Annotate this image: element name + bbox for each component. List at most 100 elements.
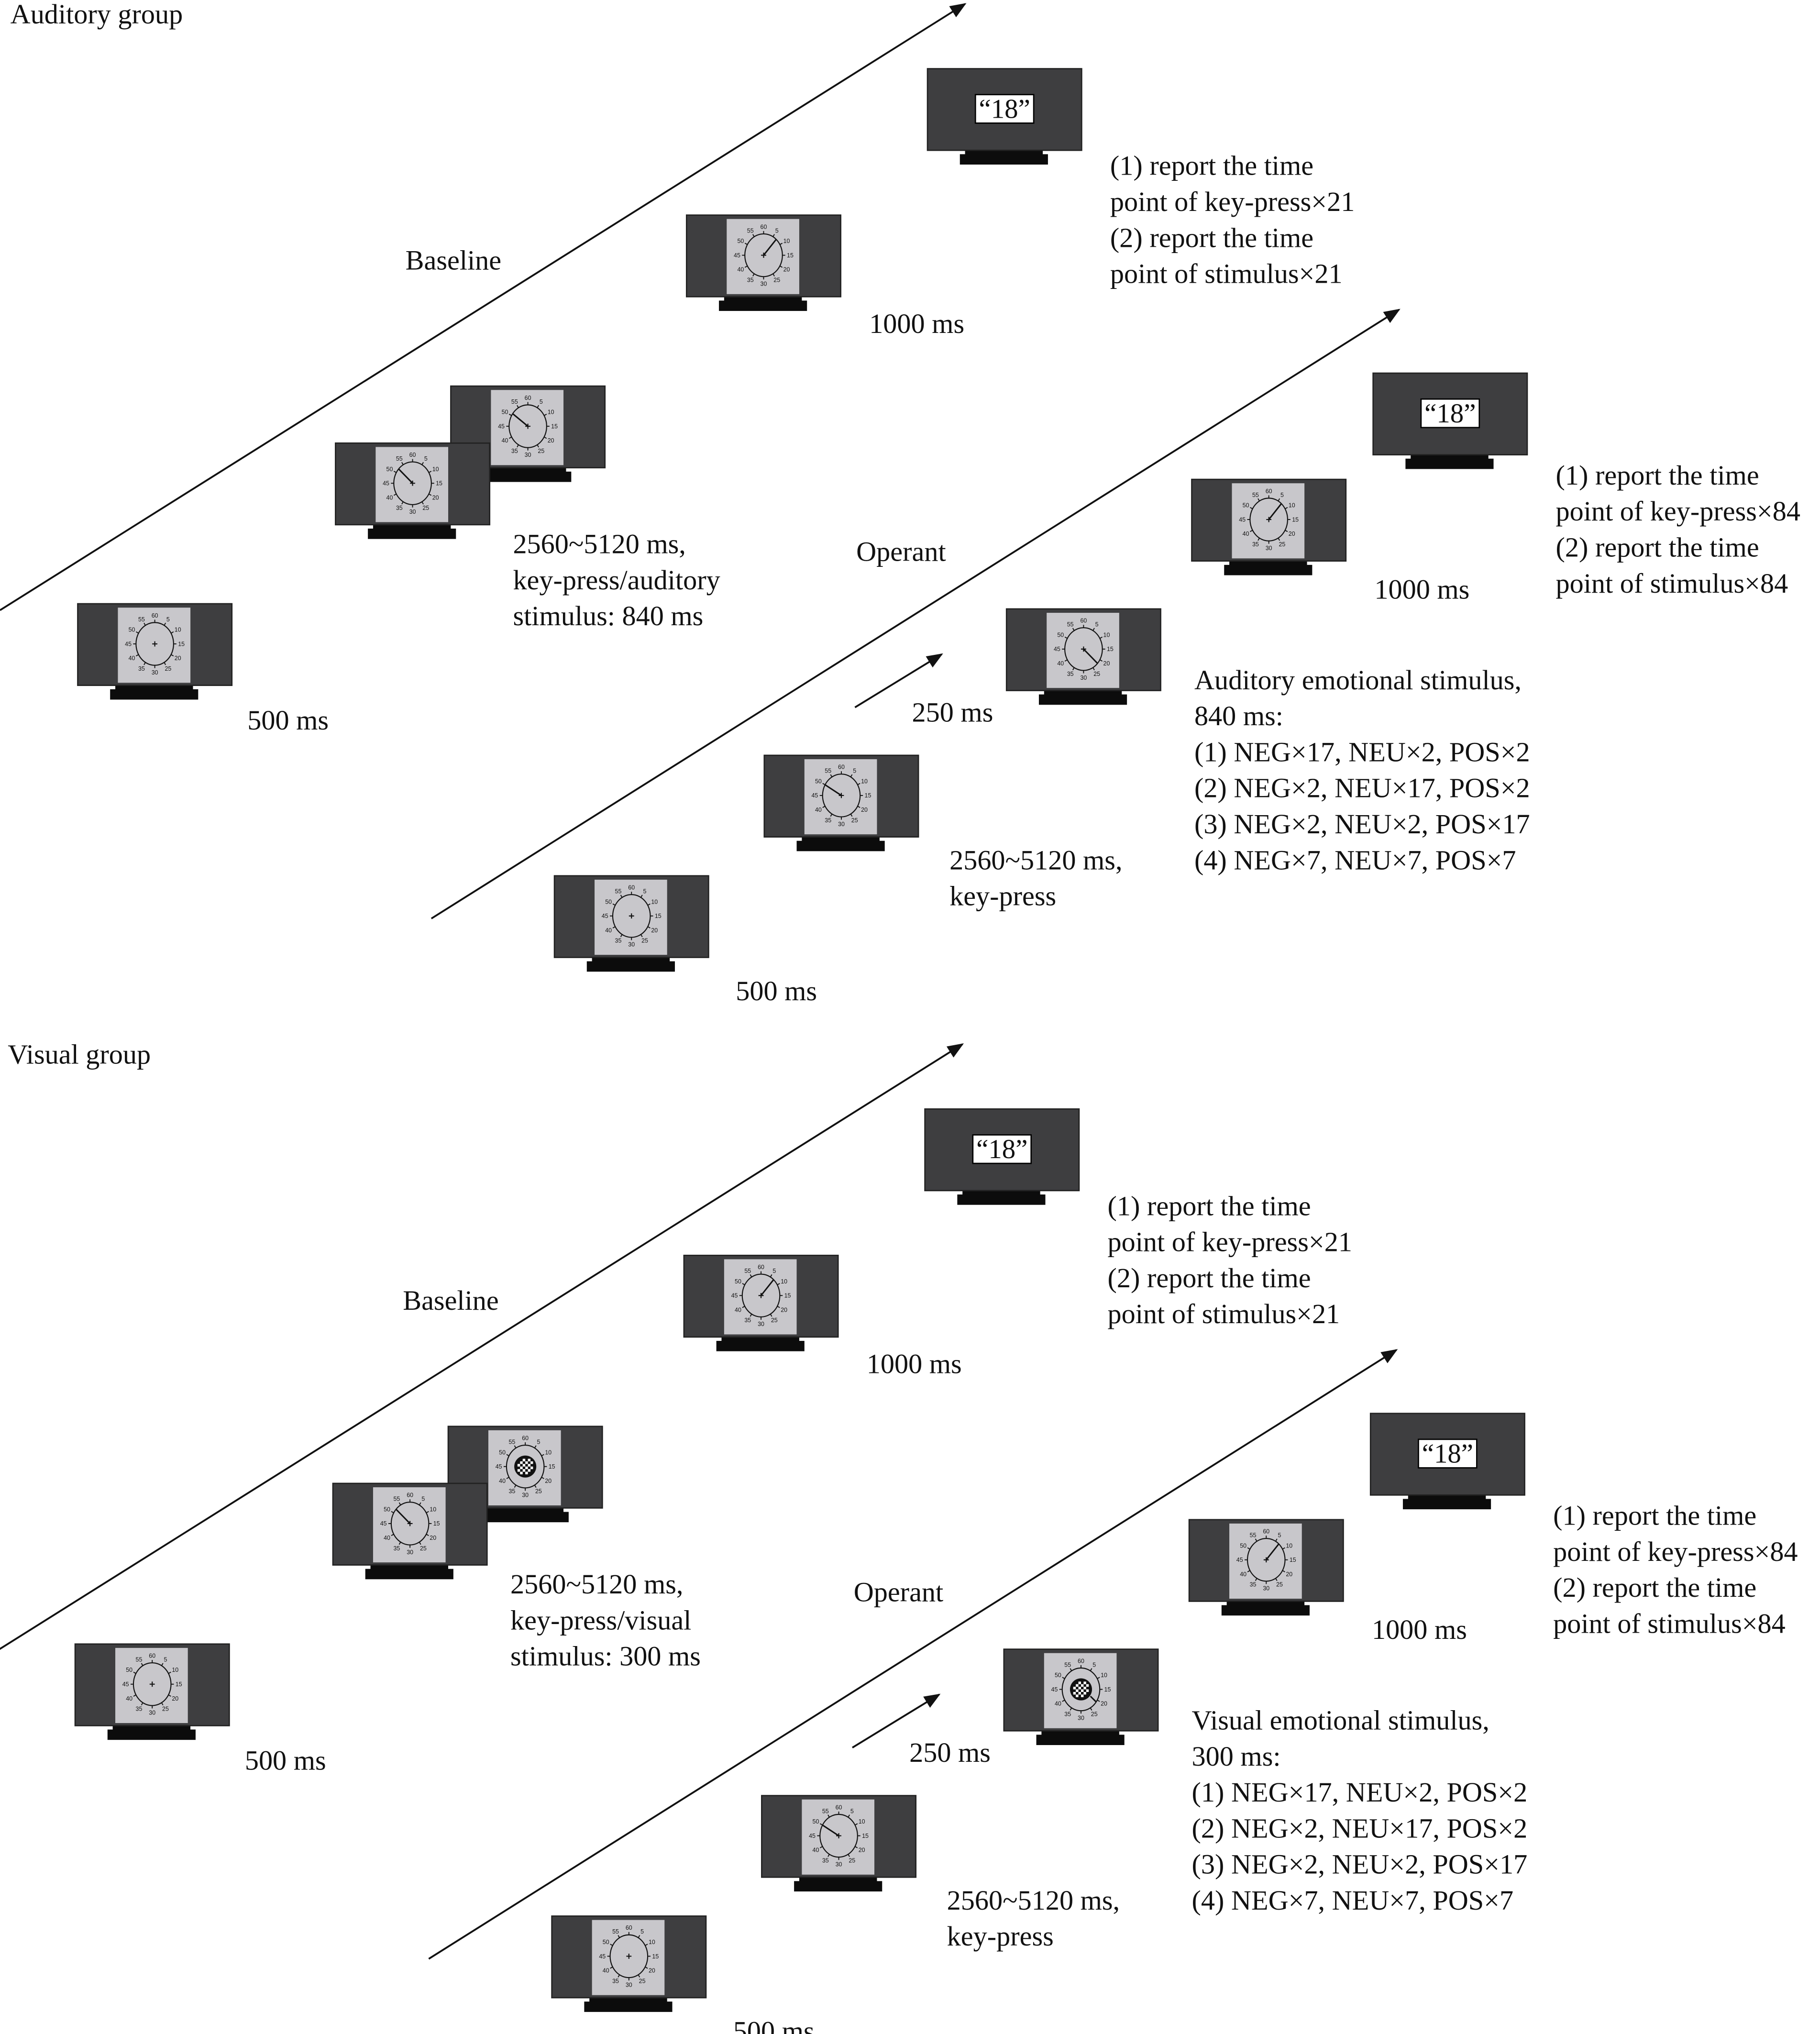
clock-tick [517, 405, 519, 408]
clock-tick [647, 903, 651, 906]
clock-dial-label: 10 [1101, 1672, 1107, 1679]
clock-dial-label: 45 [602, 913, 608, 919]
clock-dial-label: 45 [731, 1293, 738, 1299]
clock-dial-label: 45 [125, 641, 132, 647]
clock-dial-label: 20 [432, 494, 439, 501]
clock-dial-label: 10 [861, 778, 868, 785]
clock-dial-label: 35 [393, 1545, 400, 1552]
monitor-stand-base [480, 1512, 569, 1523]
clock-tick [618, 1935, 620, 1938]
clock-tick [770, 1314, 772, 1317]
monitor-number: “18” [924, 1108, 1080, 1205]
clock-dial-label: 50 [1240, 1542, 1246, 1549]
clock-tick [827, 1814, 830, 1818]
clock-tick [398, 1502, 401, 1505]
group-label: Visual group [8, 1039, 151, 1070]
stimulus-text: (4) NEG×7, NEU×7, POS×7 [1194, 844, 1516, 875]
clock-dial-label: 40 [386, 494, 393, 501]
clock-dial-label: 50 [1055, 1672, 1061, 1679]
clock-dial-label: 55 [744, 1268, 751, 1274]
clock-tick [822, 806, 826, 808]
clock-dial-label: 15 [436, 480, 442, 487]
clock-tick [640, 934, 643, 938]
clock-dial-label: 20 [172, 1695, 178, 1702]
clock-tick [143, 662, 146, 665]
number-box [1420, 398, 1480, 429]
clock-dial-label: 30 [758, 1321, 764, 1327]
clock-dial-label: 30 [1263, 1585, 1269, 1592]
clock-dial-label: 55 [511, 398, 518, 405]
clock-dial-label: 45 [1239, 516, 1246, 523]
interval-text: 2560~5120 ms, [949, 844, 1122, 875]
clock-tick [610, 1944, 613, 1946]
interval-text: stimulus: 300 ms [510, 1641, 701, 1672]
clock-dial-label: 5 [540, 398, 543, 405]
clock-dial-label: 15 [1107, 646, 1114, 652]
stimulus-text: (1) NEG×17, NEU×2, POS×2 [1194, 736, 1530, 767]
clock-tick [1064, 659, 1068, 662]
monitor-stand-base [368, 529, 456, 539]
monitor-stand-base [1405, 458, 1494, 469]
operant-timeline-arrow [428, 1349, 1398, 1960]
clock-dial-label: 50 [126, 1667, 132, 1673]
clock-dial-label: 60 [626, 1924, 632, 1931]
clock-dial-label: 5 [1095, 621, 1099, 628]
operant-label: Operant [854, 1576, 944, 1607]
clock-tick [133, 1671, 136, 1674]
clock-tick [391, 1534, 394, 1537]
clock-tick [514, 1445, 517, 1448]
clock-dial-label: 55 [138, 616, 145, 623]
clock-tick [401, 462, 404, 465]
clock-hand [398, 468, 413, 484]
interval-text: key-press/visual [510, 1604, 691, 1636]
clock-tick [141, 1702, 143, 1706]
stimulus-text: Auditory emotional stimulus, [1194, 664, 1522, 696]
fixation-cross [149, 1681, 155, 1687]
monitor-stand-base [960, 154, 1048, 165]
report-text: (1) report the time [1110, 150, 1313, 181]
clock-dial-label: 45 [498, 423, 505, 430]
clock-tick [1250, 530, 1253, 532]
clock-dial-label: 5 [640, 1928, 644, 1935]
clock-tick [429, 493, 432, 496]
clock-dial-label: 30 [407, 1549, 413, 1556]
clock-dial-label: 35 [138, 665, 145, 672]
visual-group-panel: Visual group6051015202530354045505560510… [0, 1039, 1798, 2034]
clock-dial-label: 35 [1067, 671, 1074, 677]
clock-tick [1278, 498, 1280, 501]
clock-tick [1255, 1578, 1257, 1581]
clock-tick [744, 243, 748, 245]
clock-tick [1090, 1707, 1092, 1711]
clock-dial-label: 5 [643, 888, 647, 895]
clock-tick [541, 1477, 544, 1479]
clock-dial-label: 30 [525, 452, 531, 458]
clock-dial-label: 30 [1080, 674, 1087, 681]
clock-tick [508, 436, 512, 439]
clock-dial-label: 15 [551, 423, 558, 430]
clock-tick [168, 1671, 171, 1674]
clock-tick [391, 1511, 394, 1514]
clock-dial-label: 10 [859, 1818, 865, 1825]
clock-tick [171, 631, 174, 634]
clock-tick [742, 1283, 745, 1285]
clock-tick [143, 622, 146, 626]
clock-dial-label: 25 [422, 505, 429, 511]
monitor-stand-base [586, 961, 675, 972]
fixation-cross [629, 913, 634, 919]
clock-dial-label: 40 [129, 655, 135, 662]
clock-tick [419, 1542, 421, 1545]
monitor-stand-base [1036, 1735, 1125, 1745]
clock-dial-label: 50 [1057, 631, 1064, 638]
report-text: point of stimulus×84 [1553, 1608, 1786, 1639]
clock-tick [419, 1502, 421, 1505]
clock-tick [135, 654, 139, 657]
fixation-cross [626, 1954, 632, 1959]
clock-dial-label: 5 [1280, 492, 1284, 498]
clock-dial-label: 5 [853, 768, 856, 774]
clock-dial-label: 15 [1292, 516, 1299, 523]
reported-number: “18” [979, 94, 1030, 124]
